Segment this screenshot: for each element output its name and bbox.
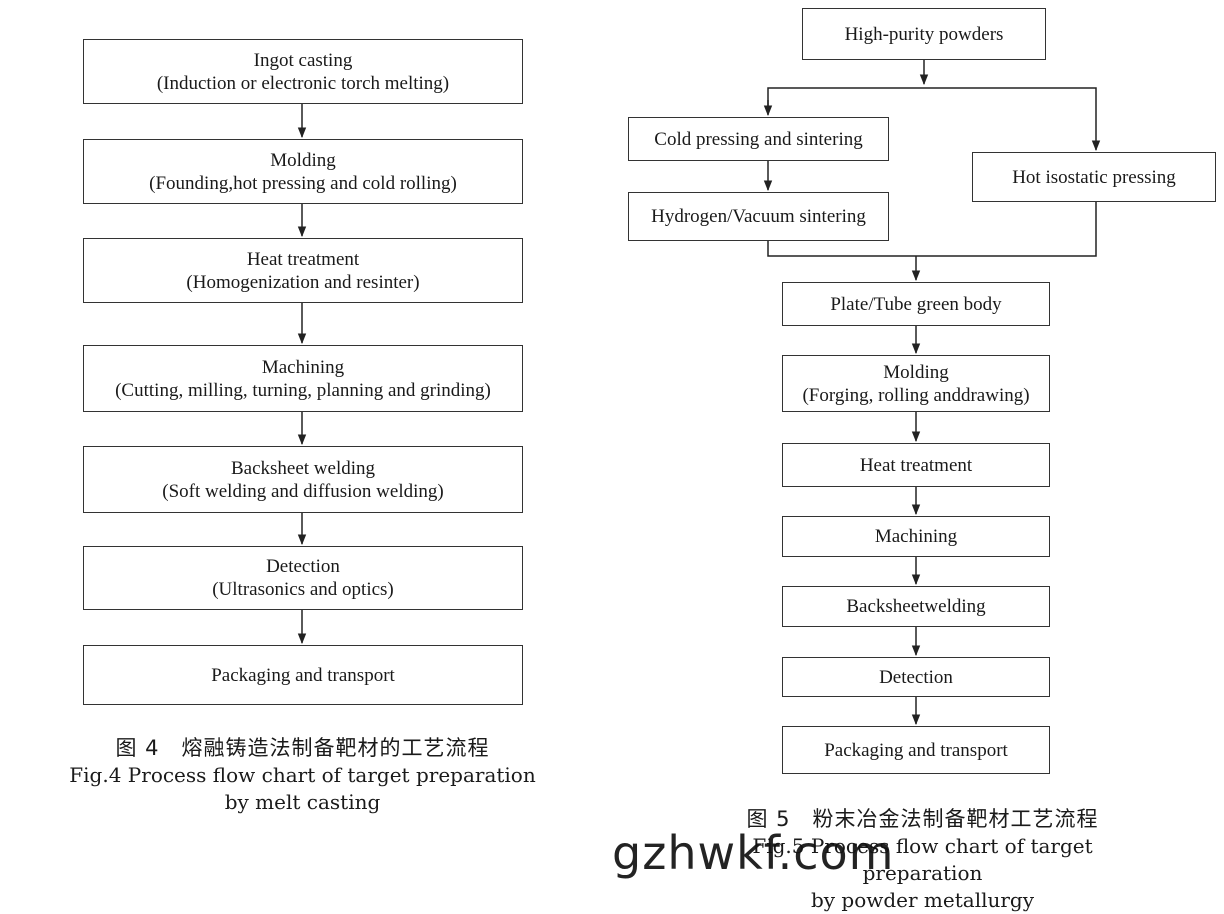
fig4-caption-en-line1: Fig.4 Process flow chart of target prepa… <box>69 763 536 787</box>
fig4-box-ingot-casting: Ingot casting (Induction or electronic t… <box>83 39 523 104</box>
fig5-box-hydrogen-sintering: Hydrogen/Vacuum sintering <box>628 192 889 241</box>
box-title: Detection <box>879 666 953 688</box>
box-title: Packaging and transport <box>824 739 1008 761</box>
box-title: Cold pressing and sintering <box>654 128 863 150</box>
box-detail: (Forging, rolling anddrawing) <box>802 384 1030 406</box>
fig4-box-heat-treatment: Heat treatment (Homogenization and resin… <box>83 238 523 303</box>
fig5-box-molding: Molding (Forging, rolling anddrawing) <box>782 355 1050 412</box>
fig4-box-detection: Detection (Ultrasonics and optics) <box>83 546 523 610</box>
fig5-box-detection: Detection <box>782 657 1050 697</box>
fig4-caption-en-line2: by melt casting <box>224 790 381 814</box>
fig5-box-packaging: Packaging and transport <box>782 726 1050 774</box>
box-detail: (Soft welding and diffusion welding) <box>162 480 444 502</box>
box-detail: (Ultrasonics and optics) <box>212 579 394 600</box>
fig5-box-machining: Machining <box>782 516 1050 557</box>
fig5-box-green-body: Plate/Tube green body <box>782 282 1050 326</box>
box-title: Backsheetwelding <box>846 596 986 617</box>
fig5-caption-zh: 图 5 粉末冶金法制备靶材工艺流程 <box>746 807 1099 831</box>
box-detail: (Cutting, milling, turning, planning and… <box>115 379 491 401</box>
fig4-caption-zh: 图 4 熔融铸造法制备靶材的工艺流程 <box>115 736 490 760</box>
fig5-box-cold-pressing: Cold pressing and sintering <box>628 117 889 161</box>
box-detail: (Induction or electronic torch melting) <box>156 72 450 94</box>
fig5-box-high-purity-powders: High-purity powders <box>802 8 1046 60</box>
fig5-caption-en-line1: Fig.5 Process flow chart of target prepa… <box>752 834 1093 885</box>
box-title: Packaging and transport <box>211 664 395 686</box>
fig4-box-backsheet-welding: Backsheet welding (Soft welding and diff… <box>83 446 523 513</box>
box-title: Plate/Tube green body <box>830 293 1002 315</box>
fig4-box-machining: Machining (Cutting, milling, turning, pl… <box>83 345 523 412</box>
box-detail: (Homogenization and resinter) <box>186 271 420 293</box>
fig4-caption: 图 4 熔融铸造法制备靶材的工艺流程 Fig.4 Process flow ch… <box>60 735 545 816</box>
box-detail: (Founding,hot pressing and cold rolling) <box>149 172 457 194</box>
fig5-branch-line <box>767 87 1101 152</box>
box-title: High-purity powders <box>844 23 1004 45</box>
fig5-merge-line <box>767 202 1097 257</box>
box-title: Heat treatment <box>859 454 973 476</box>
fig5-box-backsheet-welding: Backsheetwelding <box>782 586 1050 627</box>
box-title: Ingot casting <box>253 49 353 71</box>
fig4-box-molding: Molding (Founding,hot pressing and cold … <box>83 139 523 204</box>
box-title: Molding <box>270 149 336 171</box>
box-title: Hydrogen/Vacuum sintering <box>651 206 866 227</box>
fig5-box-hot-isostatic-pressing: Hot isostatic pressing <box>972 152 1216 202</box>
box-title: Molding <box>883 361 949 383</box>
box-title: Heat treatment <box>246 248 360 270</box>
fig4-box-packaging: Packaging and transport <box>83 645 523 705</box>
watermark-text: gzhwkf.com <box>612 826 895 880</box>
box-title: Backsheet welding <box>230 457 376 479</box>
box-title: Machining <box>874 526 958 547</box>
box-title: Detection <box>266 556 340 577</box>
fig5-box-heat-treatment: Heat treatment <box>782 443 1050 487</box>
box-title: Hot isostatic pressing <box>1012 166 1176 188</box>
box-title: Machining <box>261 356 345 378</box>
